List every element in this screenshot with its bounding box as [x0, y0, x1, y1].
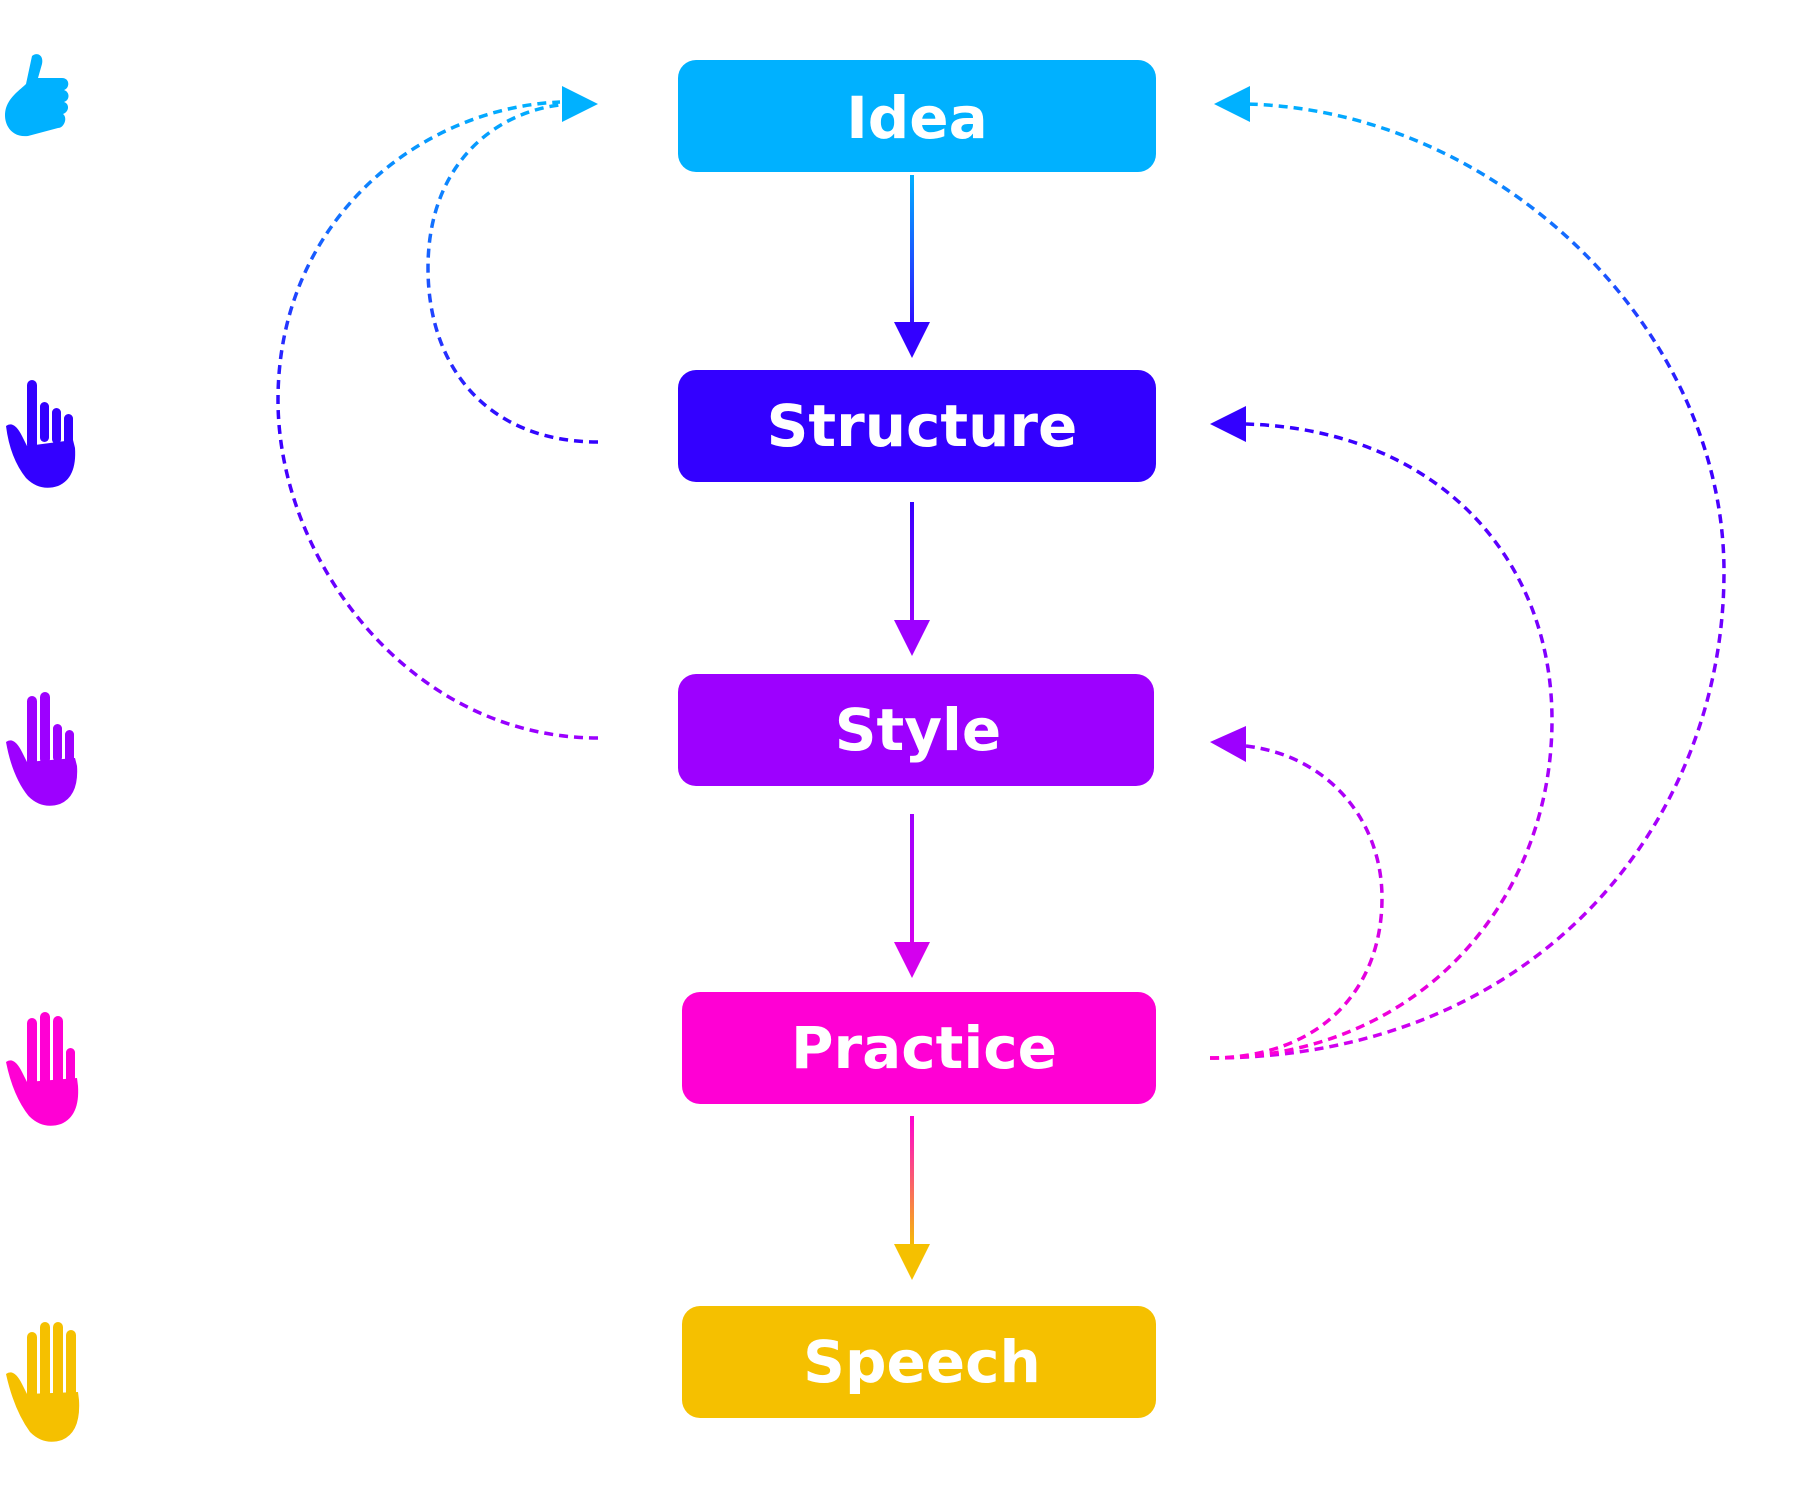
node-structure: Structure: [678, 370, 1156, 482]
edge-practice-to-structure: [1209, 406, 1554, 1060]
edge-practice-to-style: [1209, 726, 1384, 1060]
edge-style-to-practice: [894, 814, 930, 978]
edge-structure-to-idea: [426, 102, 599, 444]
node-style-label: Style: [835, 696, 1002, 764]
arrowhead-left-idea: [562, 86, 598, 122]
edge-idea-to-structure: [894, 175, 930, 358]
four-finger-hand-icon: [6, 1012, 79, 1126]
node-idea-label: Idea: [846, 84, 988, 152]
open-hand-icon: [6, 1322, 80, 1442]
edge-structure-to-style: [894, 502, 930, 656]
node-idea: Idea: [678, 60, 1156, 172]
thumbs-up-hand-icon: [4, 54, 69, 137]
edge-practice-to-idea: [1209, 86, 1726, 1060]
one-finger-hand-icon: [6, 380, 76, 488]
node-speech-label: Speech: [803, 1328, 1041, 1396]
edge-practice-to-speech: [894, 1116, 930, 1280]
edge-style-to-idea: [276, 100, 599, 740]
two-finger-hand-icon: [6, 692, 78, 806]
node-style: Style: [678, 674, 1154, 786]
node-speech: Speech: [682, 1306, 1156, 1418]
node-practice-label: Practice: [791, 1014, 1057, 1082]
node-practice: Practice: [682, 992, 1156, 1104]
node-structure-label: Structure: [767, 392, 1078, 460]
